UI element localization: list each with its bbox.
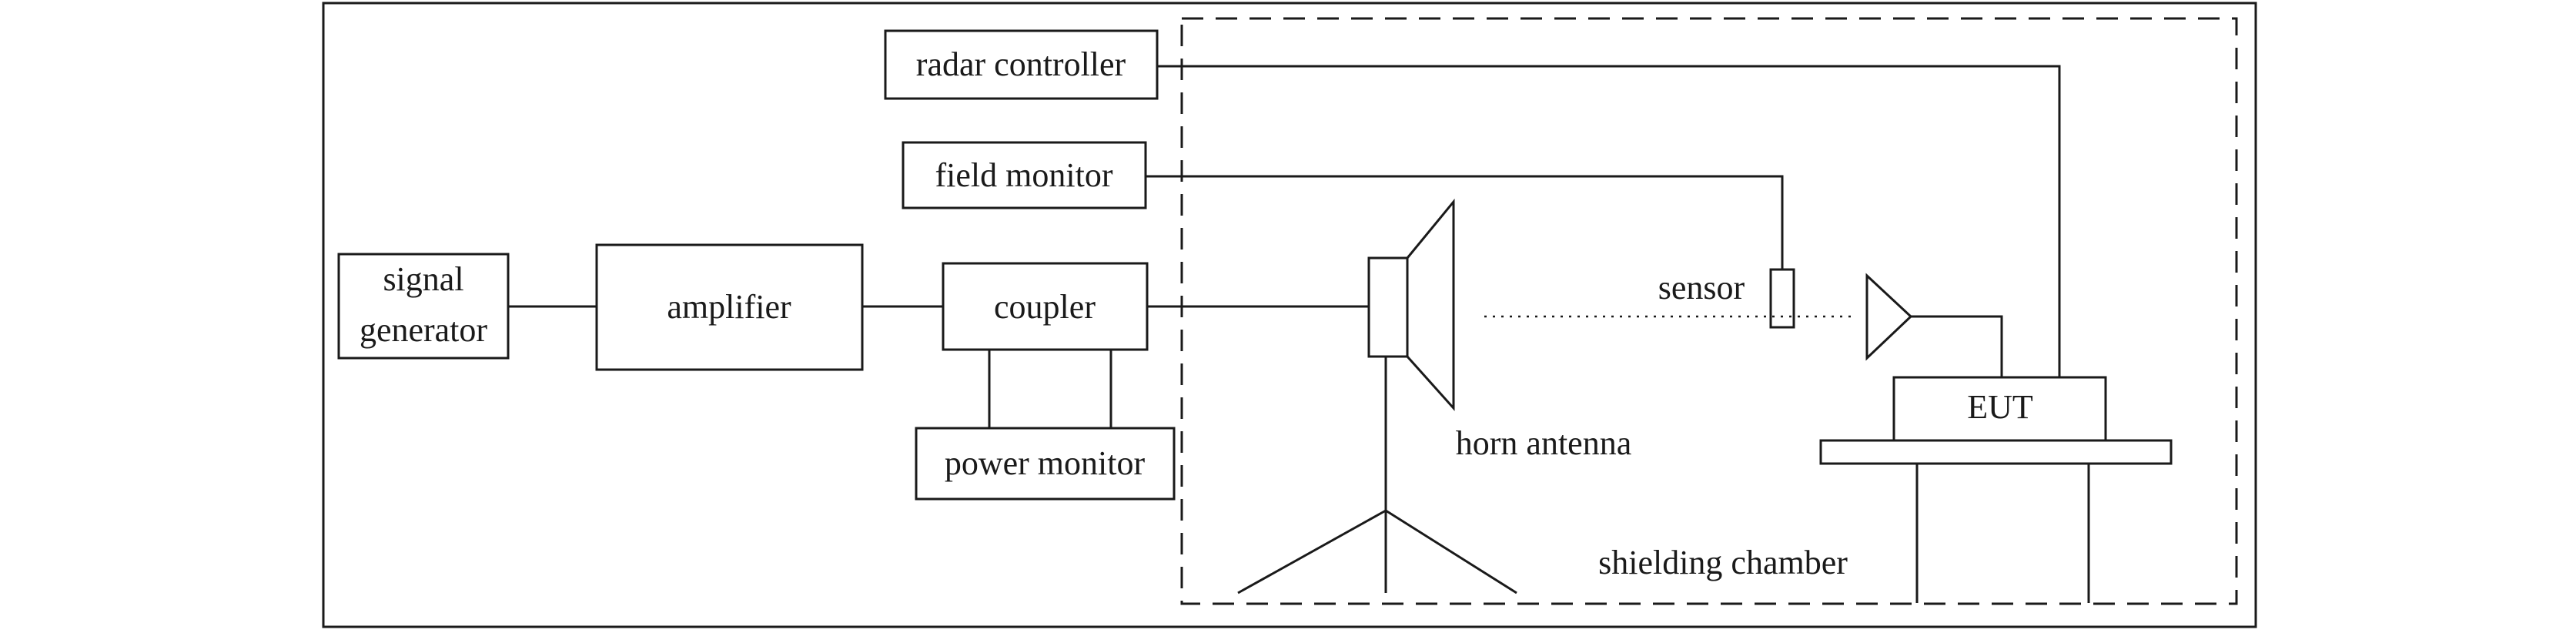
horn-antenna-label: horn antenna — [1456, 424, 1631, 462]
shielding-chamber-label: shielding chamber — [1598, 544, 1848, 581]
outer-frame — [322, 2, 2257, 628]
power-monitor-label: power monitor — [945, 444, 1146, 482]
radar-controller-label: radar controller — [916, 45, 1126, 83]
amplifier-label: amplifier — [667, 288, 791, 326]
amplifier-to-eut-line — [1911, 315, 2003, 377]
eut-label: EUT — [1967, 388, 2033, 426]
radar-controller-to-eut-line — [1157, 65, 2061, 377]
sensor-probe — [1769, 268, 1795, 329]
receive-amplifier-triangle — [1865, 273, 1913, 361]
horn-antenna-feed — [1367, 256, 1409, 358]
sensor-label: sensor — [1658, 269, 1745, 306]
coupler-label: coupler — [994, 288, 1096, 326]
signal-generator-label-line1: signal — [383, 260, 463, 298]
eut-table-top — [1819, 439, 2173, 465]
tripod-leg-right — [1385, 509, 1517, 594]
radar-controller-box — [884, 29, 1159, 100]
shielding-chamber-boundary — [1180, 17, 2238, 605]
tripod-leg-left — [1237, 509, 1387, 594]
horn-antenna-flare — [1406, 198, 1455, 411]
signal-generator-label-line2: generator — [360, 311, 487, 349]
field-monitor-to-sensor-line — [1146, 175, 1784, 270]
field-monitor-label: field monitor — [935, 156, 1113, 194]
power-monitor-box — [915, 427, 1176, 501]
